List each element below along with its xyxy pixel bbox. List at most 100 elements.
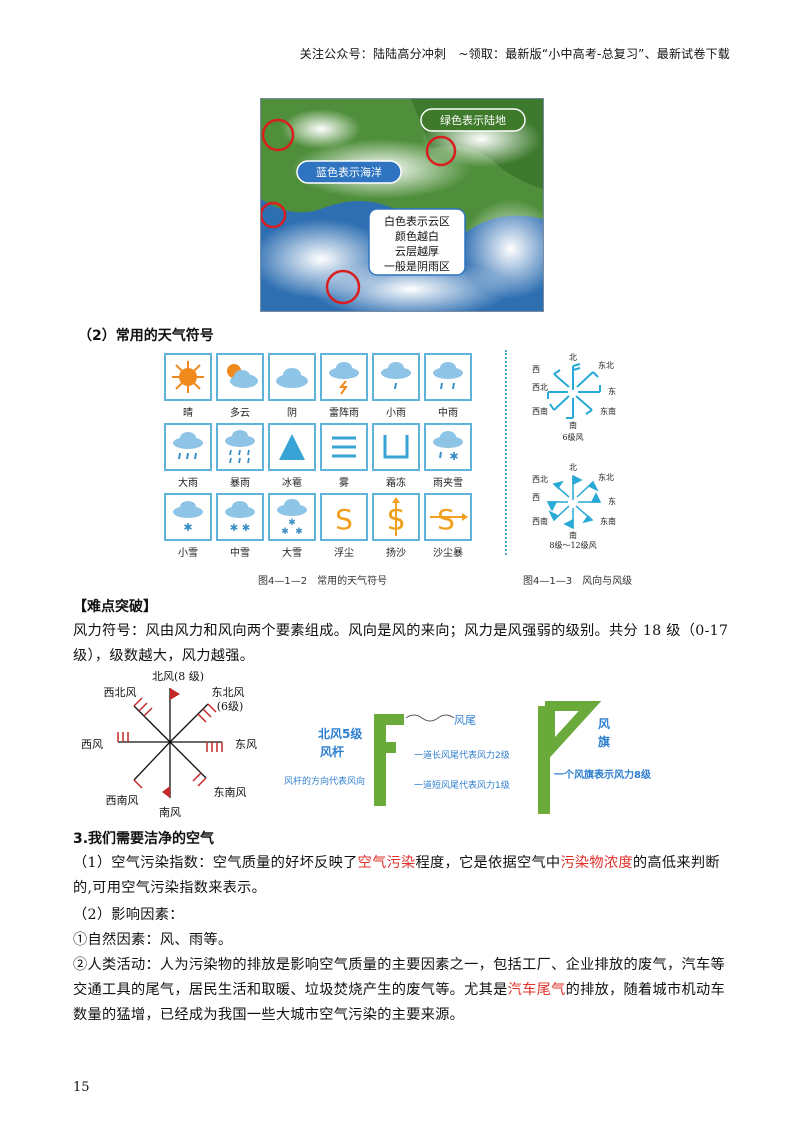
light-rain-icon — [372, 353, 420, 401]
label-ocean: 蓝色表示海洋 — [316, 165, 382, 179]
hail-icon — [268, 423, 316, 471]
paragraph-pollution-index: （1）空气污染指数：空气质量的好坏反映了空气污染程度，它是依据空气中污染物浓度的… — [73, 851, 738, 901]
svg-text:✱: ✱ — [281, 527, 289, 537]
svg-text:✱: ✱ — [230, 523, 238, 534]
label-cloud-2: 颜色越白 — [395, 229, 439, 243]
sandstorm-icon: S — [424, 493, 472, 541]
svg-text:✱: ✱ — [288, 518, 296, 528]
rainstorm-icon — [216, 423, 264, 471]
flag-pole-label: 风杆 — [320, 744, 344, 759]
flag-north5-label: 北风5级 — [318, 726, 362, 741]
symbol-label: 沙尘暴 — [433, 548, 463, 559]
symbol-label: 大雪 — [282, 548, 302, 559]
svg-text:✱: ✱ — [295, 527, 303, 537]
symbol-label: 小雨 — [386, 408, 406, 419]
small-w-label-b: 西 — [532, 493, 540, 502]
highlight-vehicle-exhaust: 汽车尾气 — [507, 982, 566, 998]
small-s-label: 南 — [569, 420, 577, 430]
small-nw-label-b: 西北 — [532, 475, 548, 484]
symbol-label: 扬沙 — [386, 548, 406, 559]
symbol-label: 雨夹雪 — [433, 478, 463, 489]
text-segment: ②人类活动：人为污染物的排放是影响空气质量的主要因素之一，包括工厂、企业排放的废… — [73, 957, 725, 998]
small-e-label-b: 东 — [608, 496, 616, 506]
small-north-label-b: 北 — [569, 463, 577, 472]
flag-tail-label: 风尾 — [454, 714, 476, 727]
figure-divider — [505, 350, 507, 555]
heavy-rain-icon — [164, 423, 212, 471]
small-e-label: 东 — [608, 386, 616, 396]
flag-direction-label: 风杆的方向代表风向 — [284, 775, 365, 787]
label-cloud-3: 云层越厚 — [395, 244, 439, 258]
symbol-label: 浮尘 — [334, 548, 354, 559]
rose-ne-label: 东北风 — [212, 686, 245, 699]
rose-w-label: 西风 — [81, 738, 103, 751]
rose-se-label: 东南风 — [214, 786, 247, 799]
difficulty-text: 风力符号：风由风力和风向两个要素组成。风向是风的来向；风力是风强弱的级别。共分 … — [73, 623, 729, 664]
wind-rose-diagram: 北风(8 级) 东北风 (6级) 西北风 西风 东风 西南风 南风 东南风 — [76, 668, 266, 820]
sleet-icon: ✱ — [424, 423, 472, 471]
svg-text:S: S — [335, 503, 353, 536]
section-2-title: （2）常用的天气符号 — [78, 328, 214, 344]
symbol-label: 霜冻 — [386, 478, 406, 489]
paragraph-natural: ①自然因素：风、雨等。 — [73, 932, 233, 948]
small-w-label: 西 — [532, 365, 540, 374]
flag-label-2: 旗 — [598, 734, 610, 749]
section-3-title: 3.我们需要洁净的空气 — [73, 831, 215, 847]
label-land: 绿色表示陆地 — [440, 113, 506, 127]
rose-sw-label: 西南风 — [106, 794, 139, 807]
highlight-pollutant-concentration: 污染物浓度 — [560, 855, 633, 871]
heavy-snow-icon: ✱✱✱ — [268, 493, 316, 541]
page-number: 15 — [73, 1080, 90, 1095]
svg-text:✱: ✱ — [449, 450, 458, 463]
text-segment: 的高低来判断的,可用空气污染指数来表示。 — [73, 855, 720, 896]
moderate-snow-icon: ✱✱ — [216, 493, 264, 541]
symbol-label: 雷阵雨 — [329, 408, 359, 419]
fog-icon — [320, 423, 368, 471]
floating-dust-icon: S — [320, 493, 368, 541]
symbol-label: 雾 — [339, 478, 349, 489]
overcast-icon — [268, 353, 316, 401]
text-segment: （1）空气污染指数：空气质量的好坏反映了 — [73, 855, 358, 871]
satellite-illustration: 绿色表示陆地 蓝色表示海洋 白色表示云区 颜色越白 云层越厚 一般是阴雨区 — [261, 99, 543, 311]
wind-flag-diagram: 北风5级 风杆 风尾 风杆的方向代表风向 一道长风尾代表风力2级 一道短风尾代表… — [280, 700, 680, 820]
small-sw-label: 西南 — [532, 406, 548, 416]
satellite-image: 绿色表示陆地 蓝色表示海洋 白色表示云区 颜色越白 云层越厚 一般是阴雨区 — [260, 98, 544, 312]
frost-icon — [372, 423, 420, 471]
small-se-label: 东南 — [600, 406, 616, 416]
figure-caption-wind: 图4—1—3 风向与风级 — [523, 576, 633, 587]
page-header: 关注公众号：陆陆高分冲刺 ~领取：最新版“小中高考-总复习”、最新试卷下载 — [299, 47, 730, 61]
symbol-label: 阴 — [287, 408, 297, 419]
flag-description-label: 一个风旗表示风力8级 — [554, 768, 652, 781]
svg-text:S: S — [437, 503, 455, 536]
symbol-label: 暴雨 — [230, 478, 250, 489]
symbol-label: 冰雹 — [282, 478, 302, 489]
paragraph-human: ②人类活动：人为污染物的排放是影响空气质量的主要因素之一，包括工厂、企业排放的废… — [73, 953, 738, 1028]
partly-cloudy-icon — [216, 353, 264, 401]
flag-short-tail-label: 一道短风尾代表风力1级 — [414, 779, 510, 791]
rose-s-label: 南风 — [159, 806, 181, 819]
flag-label-1: 风 — [598, 717, 610, 731]
small-s-label-b: 南 — [569, 530, 577, 540]
text-segment: 的排放，随着城市机动车数量的猛增，已经成为我国一些大城市空气污染的主要来源。 — [73, 982, 725, 1023]
difficulty-title: 【难点突破】 — [73, 599, 157, 615]
small-caption-6: 6级风 — [562, 432, 583, 442]
small-north-label: 北 — [569, 353, 577, 362]
moderate-rain-icon — [424, 353, 472, 401]
wind-direction-diagram-6: 北 东北 东 东南 南 西南 西 西北 6级风 — [528, 352, 618, 444]
flag-long-tail-label: 一道长风尾代表风力2级 — [414, 749, 510, 761]
label-cloud-4: 一般是阴雨区 — [384, 260, 450, 273]
sun-icon — [164, 353, 212, 401]
symbol-label: 中雪 — [230, 548, 250, 559]
label-cloud-1: 白色表示云区 — [384, 214, 450, 228]
rose-nw-label: 西北风 — [104, 686, 137, 699]
rose-north-label: 北风(8 级) — [152, 670, 204, 683]
text-segment: 程度，它是依据空气中 — [415, 855, 561, 871]
small-ne-label: 东北 — [598, 360, 614, 370]
svg-text:✱: ✱ — [183, 521, 192, 534]
rose-e-label: 东风 — [235, 738, 257, 751]
thunderstorm-icon — [320, 353, 368, 401]
symbol-label: 多云 — [230, 408, 250, 419]
svg-text:✱: ✱ — [242, 523, 250, 534]
symbol-label: 小雪 — [178, 548, 198, 559]
figure-caption-symbols: 图4—1—2 常用的天气符号 — [258, 576, 388, 587]
